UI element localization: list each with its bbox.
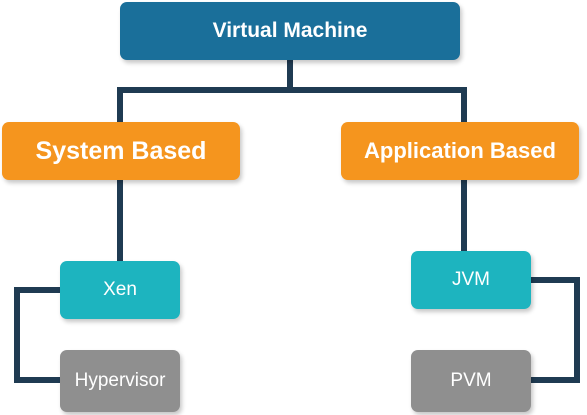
- jvm-node: JVM: [411, 251, 531, 309]
- pvm-label: PVM: [450, 370, 492, 391]
- xen-node: Xen: [60, 261, 180, 319]
- virtual-machine-label: Virtual Machine: [212, 19, 368, 42]
- hypervisor-label: Hypervisor: [74, 370, 166, 391]
- system-based-node: System Based: [2, 122, 240, 180]
- connector-root-to-categories: [117, 60, 467, 124]
- application-based-label: Application Based: [364, 138, 556, 163]
- application-based-node: Application Based: [341, 122, 579, 180]
- jvm-label: JVM: [452, 269, 490, 290]
- pvm-node: PVM: [411, 350, 531, 412]
- xen-label: Xen: [103, 279, 137, 300]
- connector-xen-to-hypervisor: [14, 287, 62, 383]
- system-based-label: System Based: [35, 136, 207, 165]
- hypervisor-node: Hypervisor: [60, 350, 180, 412]
- virtual-machine-node: Virtual Machine: [120, 2, 460, 60]
- connector-jvm-to-pvm: [529, 277, 580, 383]
